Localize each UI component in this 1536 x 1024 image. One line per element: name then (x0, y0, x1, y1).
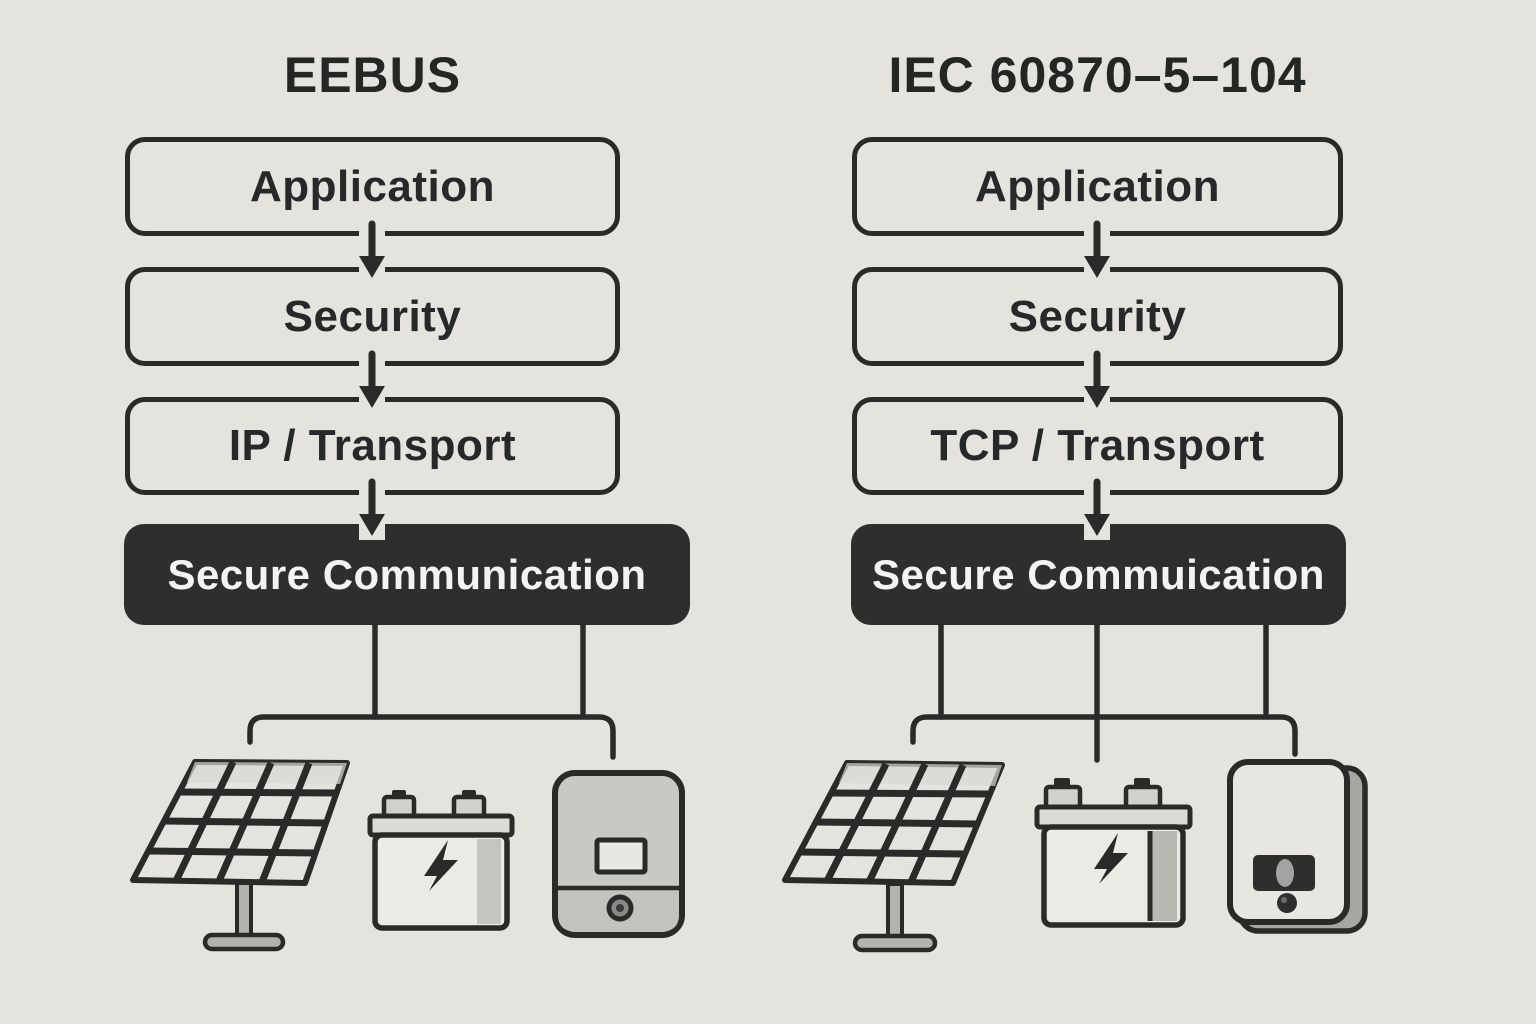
right-bus-connector (910, 622, 1298, 763)
flow-arrow-icon (1084, 220, 1110, 280)
inverter-icon (1227, 759, 1368, 934)
flow-arrow-icon (1084, 350, 1110, 410)
battery-icon (367, 790, 515, 931)
battery-icon (1034, 778, 1193, 928)
solar-panel-icon (130, 759, 350, 952)
flow-arrow-icon (359, 350, 385, 410)
flow-arrow-icon (359, 478, 385, 540)
column-title-eebus: EEBUS (283, 47, 462, 103)
solar-panel-icon (782, 760, 1005, 953)
flow-arrow-icon (359, 220, 385, 280)
left-bus-connector (247, 622, 616, 760)
right-layer-application: Application (852, 137, 1343, 236)
right-layer-secure-communication: Secure Commuication (851, 524, 1346, 625)
inverter-icon (552, 770, 685, 938)
column-title-iec-60870-5-104: IEC 60870–5–104 (888, 47, 1307, 103)
flow-arrow-icon (1084, 478, 1110, 540)
left-layer-secure-communication: Secure Communication (124, 524, 690, 625)
